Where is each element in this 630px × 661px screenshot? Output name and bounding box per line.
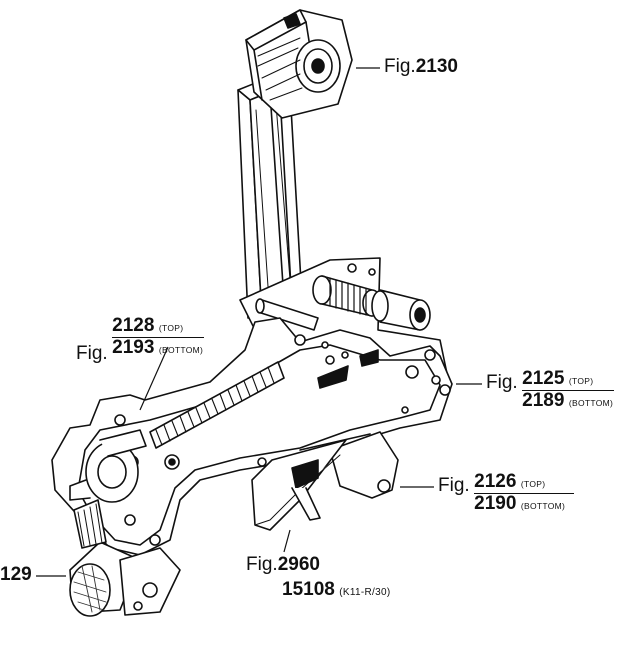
fig-top-note: (TOP) — [568, 376, 594, 386]
fig-top-note: (TOP) — [158, 323, 184, 333]
fig-bottom-note: (BOTTOM) — [158, 345, 204, 355]
lower-right-bracket — [299, 431, 399, 499]
top-hex-roller — [245, 9, 353, 119]
fig-number: 2130 — [415, 56, 458, 77]
fig-bottom-note: (BOTTOM) — [568, 398, 614, 408]
fig-bottom-number: 2189 — [522, 390, 565, 411]
fig-prefix: Fig. — [384, 56, 416, 77]
fig-number: 129 — [0, 564, 32, 585]
clip-part — [251, 439, 347, 531]
fig-bottom-note: (BOTTOM) — [520, 501, 566, 511]
callout-2125-2189: Fig. 2125 (TOP) 2189 (BOTTOM) — [486, 368, 615, 411]
fig-prefix: Fig. — [438, 475, 470, 496]
callout-2128-2193: Fig. 2128 (TOP) 2193 (BOTTOM) — [76, 315, 205, 363]
upper-right-roller — [371, 289, 431, 331]
fig-bottom-number: 2190 — [474, 493, 517, 514]
callout-2130: Fig.2130 — [384, 57, 458, 76]
callout-129: 129 — [0, 565, 32, 584]
fig-bottom-number: 2193 — [112, 337, 155, 358]
fig-top-number: 2126 — [474, 471, 517, 492]
fig-top-number: 2128 — [112, 315, 155, 336]
main-tension-spring — [149, 361, 285, 449]
left-hub — [69, 429, 147, 503]
front-side-plate — [51, 317, 453, 556]
fig-prefix: Fig. — [246, 554, 278, 575]
fig-second-number: 15108 — [282, 579, 335, 600]
fig-prefix: Fig. — [76, 343, 108, 364]
lower-roller — [69, 499, 181, 617]
leader-2960 — [283, 529, 291, 553]
callout-15108: 15108 (K11-R/30) — [282, 580, 390, 599]
callout-2126-2190: Fig. 2126 (TOP) 2190 (BOTTOM) — [438, 471, 575, 514]
leader-2128 — [139, 346, 169, 411]
fig-prefix: Fig. — [486, 372, 518, 393]
callout-2960: Fig.2960 — [246, 555, 320, 574]
fig-second-note: (K11-R/30) — [339, 587, 391, 598]
leader-lines — [36, 67, 482, 577]
cross-rod — [255, 298, 319, 331]
fig-top-note: (TOP) — [520, 479, 546, 489]
fig-number: 2960 — [277, 554, 320, 575]
fig-top-number: 2125 — [522, 368, 565, 389]
